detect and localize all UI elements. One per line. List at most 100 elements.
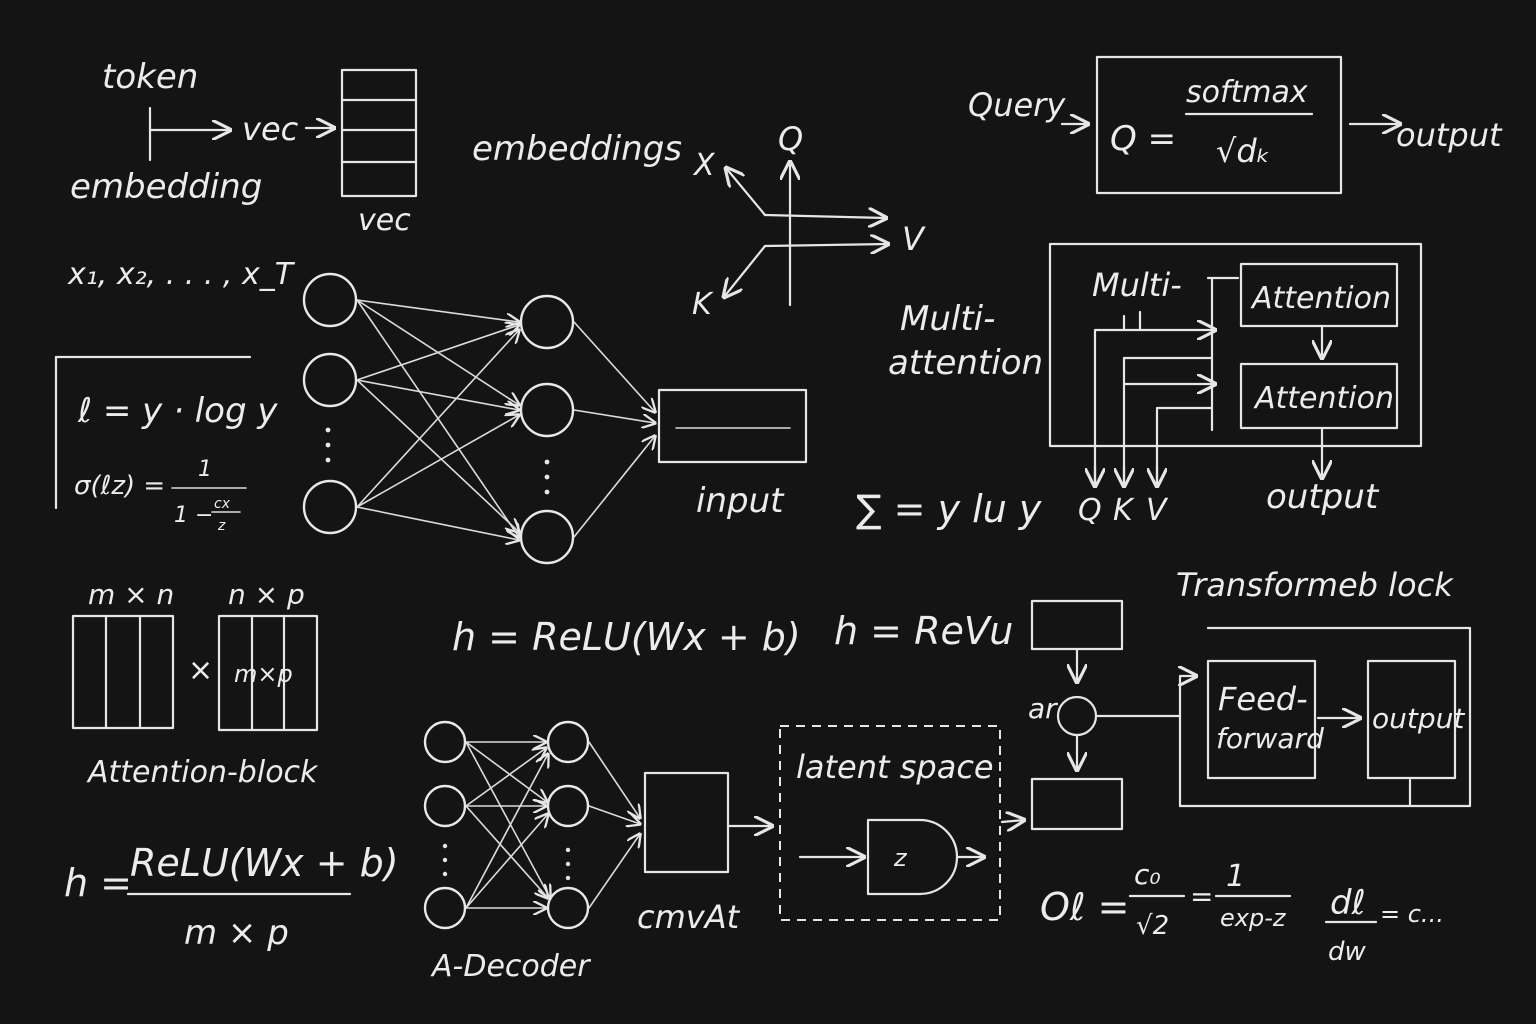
hidden-node	[519, 294, 575, 350]
softmax-denominator: √dₖ	[1216, 132, 1270, 170]
decoder-edges	[465, 742, 640, 908]
multi-attention-box	[1048, 242, 1423, 448]
mha-k-label: K	[1113, 493, 1135, 528]
embedding-label: embedding	[70, 167, 262, 207]
matrix-right	[217, 614, 319, 732]
attention-block-caption: Attention-block	[86, 755, 319, 790]
bottom-deriv-bottom: dw	[1328, 937, 1367, 967]
qkv-axes: X Q V K	[692, 120, 926, 322]
feed-forward-label-1: Feed-	[1218, 680, 1308, 718]
relu-big-denominator: m × p	[184, 913, 289, 953]
attention-box-1	[1239, 262, 1399, 328]
sigma-left: σ(ℓz) =	[74, 471, 165, 501]
decoder-node	[423, 784, 467, 828]
network-edges	[356, 299, 655, 540]
decoder-node	[546, 886, 590, 930]
query-box	[1095, 55, 1343, 195]
decoder-label: A-Decoder	[430, 949, 591, 984]
multi-attention-label-1: Multi-	[900, 299, 995, 339]
axis-v-label: V	[902, 220, 926, 258]
bottom-rhs: = c...	[1380, 900, 1444, 928]
attention-label-1: Attention	[1250, 281, 1391, 316]
feed-forward-box	[1206, 659, 1317, 780]
transformer-output-box	[1366, 659, 1457, 780]
transformer-title: Transformeb lock	[1176, 566, 1454, 604]
latent-space-label: latent space	[796, 748, 994, 786]
hidden-node	[519, 382, 575, 438]
input-box	[657, 388, 808, 464]
z-label: z	[893, 844, 908, 872]
input-node	[302, 272, 358, 328]
sigma-denominator: 1 −	[174, 503, 213, 528]
relu-eq-1: h = ReLU(Wx + b)	[452, 615, 801, 659]
bottom-frac1-top: c₀	[1134, 858, 1161, 891]
bottom-lhs: Oℓ =	[1040, 885, 1130, 929]
embeddings-heading: embeddings	[472, 129, 682, 169]
cmvat-box	[643, 771, 730, 874]
token-embedding-section: token vec embedding vec embeddings x₁, x…	[67, 57, 682, 292]
loss-section: ℓ = y · log y σ(ℓz) = 1 1 − cx z	[54, 355, 278, 534]
matrix-section: m × n n × p × m×p Attention-block	[71, 578, 319, 790]
matrix-inner-label: m×p	[234, 660, 293, 688]
relu-eq-2: h = ReVu	[834, 609, 1013, 653]
query-label: Query	[968, 86, 1066, 124]
matrix-times: ×	[188, 653, 213, 688]
mha-output-label: output	[1266, 477, 1380, 517]
relu-section: h = ReLU(Wx + b) h = ReVu h = ReLU(Wx + …	[64, 609, 1013, 953]
sum-formula: ∑ = y lu y	[856, 487, 1042, 531]
mha-q-label: Q	[1078, 493, 1102, 528]
token-label: token	[102, 57, 198, 97]
relu-big-numerator: ReLU(Wx + b)	[130, 841, 399, 885]
softmax-numerator: softmax	[1186, 75, 1308, 110]
bottom-eq: =	[1190, 880, 1213, 913]
attention-box-2	[1239, 362, 1399, 430]
sequence-label: x₁, x₂, . . . , x_T	[67, 257, 296, 292]
matrix-left	[71, 614, 175, 730]
bottom-block	[1030, 777, 1124, 831]
axis-x-label: X	[692, 148, 716, 183]
decoder-node	[423, 886, 467, 930]
bottom-deriv-top: dℓ	[1330, 883, 1366, 923]
sigma-den-frac-bottom: z	[217, 518, 226, 534]
bottom-frac2-bottom: exp-z	[1220, 904, 1287, 932]
decoder-section: A-Decoder cmvAt latent space z	[423, 720, 1024, 984]
sigma-den-frac-top: cx	[214, 496, 231, 512]
axis-q-label: Q	[778, 120, 803, 158]
ellipsis-dots	[325, 427, 550, 495]
vector-stack	[340, 68, 418, 198]
input-node	[302, 352, 358, 408]
query-formula-section: Query Q = softmax √dₖ output	[968, 55, 1503, 195]
bottom-frac2-top: 1	[1226, 859, 1245, 894]
decoder-node	[423, 720, 467, 764]
cmvat-label: cmvAt	[637, 898, 741, 936]
transformer-section: Transformeb lock ar Feed- forward output	[1028, 566, 1472, 831]
ar-label: ar	[1028, 692, 1058, 725]
vec-arrow-label: vec	[242, 110, 299, 148]
hidden-node	[519, 509, 575, 565]
neural-network: input	[302, 272, 808, 565]
vec-stack-label: vec	[358, 203, 411, 238]
decoder-node	[546, 784, 590, 828]
multi-attention-label-2: attention	[888, 343, 1043, 383]
sigma-numerator: 1	[198, 457, 212, 482]
matrix-left-dims: m × n	[88, 578, 174, 611]
input-label: input	[696, 481, 785, 521]
relu-big-left: h =	[64, 861, 132, 905]
qkv-routing-lines	[1095, 310, 1322, 486]
z-gate	[866, 818, 959, 896]
matrix-right-dims: n × p	[228, 578, 305, 611]
decoder-node	[546, 720, 590, 764]
mha-v-label: V	[1146, 493, 1169, 528]
axis-k-label: K	[692, 287, 714, 322]
feed-forward-label-2: forward	[1216, 722, 1324, 755]
multi-attention-section: Multi- attention Multi- Attention Attent…	[888, 242, 1423, 528]
input-node	[302, 479, 358, 535]
decoder-ellipsis	[442, 843, 571, 881]
loss-formula: ℓ = y · log y	[77, 391, 278, 431]
inner-multi-label: Multi-	[1092, 266, 1182, 304]
transformer-output-label: output	[1372, 702, 1465, 735]
bottom-formula: Oℓ = c₀ √2 = 1 exp-z dℓ dw = c...	[1040, 858, 1444, 967]
q-equals: Q =	[1110, 119, 1176, 159]
bottom-frac1-bottom: √2	[1136, 911, 1169, 941]
